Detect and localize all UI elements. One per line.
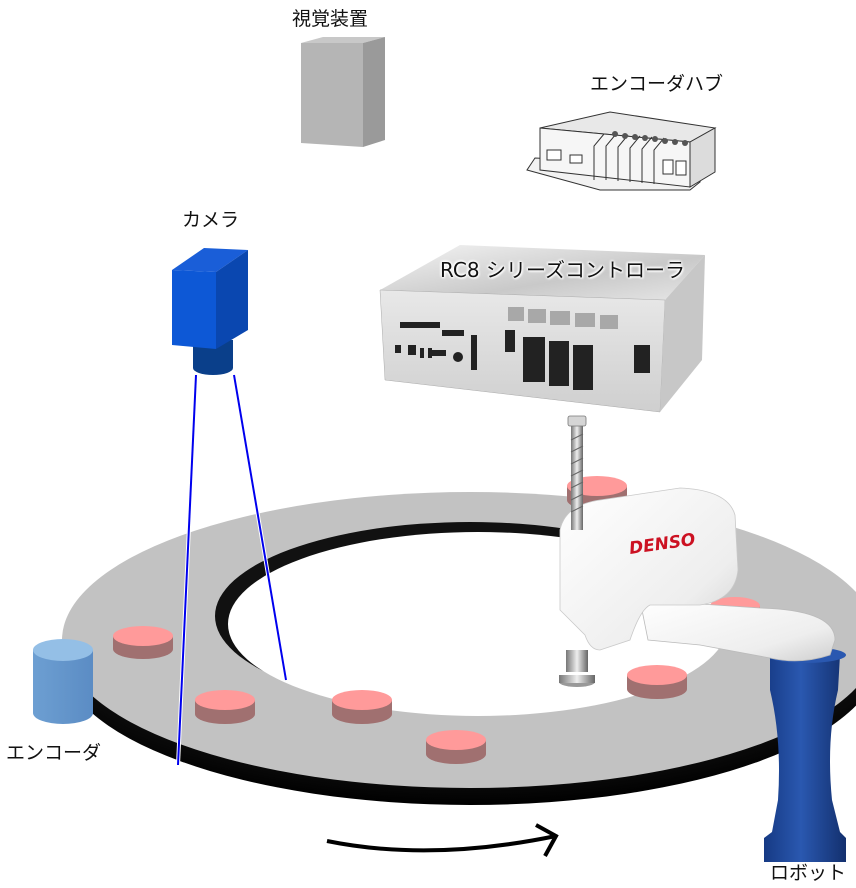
encoder-hub-icon [526, 111, 717, 191]
robot-icon: DENSO [559, 415, 846, 862]
encoder-icon [33, 639, 93, 724]
encoder-hub-label: エンコーダハブ [590, 73, 724, 95]
workpiece [426, 730, 486, 764]
vision-device-icon [301, 37, 385, 147]
controller-label: RC8 シリーズコントローラ [440, 258, 685, 282]
workpiece [332, 690, 392, 724]
camera-field-of-view [176, 374, 288, 766]
workpiece [627, 665, 687, 699]
vision-device-label: 視覚装置 [292, 8, 369, 30]
robot-label: ロボット [770, 862, 847, 884]
camera-label: カメラ [182, 209, 240, 231]
camera-icon [172, 248, 248, 375]
encoder-label: エンコーダ [6, 742, 102, 764]
workpiece [113, 626, 173, 659]
rc8-controller-icon [379, 245, 705, 413]
workpiece [195, 690, 255, 724]
rotation-arrow-icon [326, 823, 559, 857]
